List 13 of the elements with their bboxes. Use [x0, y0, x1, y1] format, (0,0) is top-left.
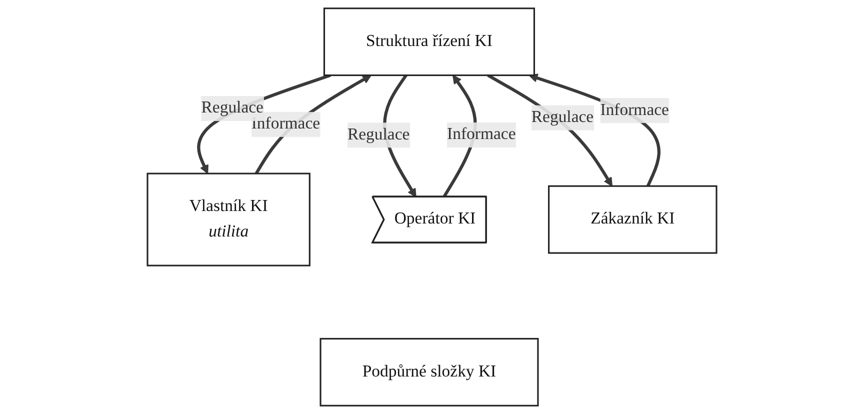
edge-label: Regulace	[201, 99, 264, 117]
node-box: Zákazník KI	[548, 185, 718, 254]
node-box: Vlastník KI utilita	[146, 172, 310, 266]
arrow	[528, 74, 660, 187]
edge-label: Informace	[600, 101, 669, 119]
node-box: Struktura řízení KI	[323, 8, 535, 76]
node-box: Podpůrné složky KI	[320, 338, 539, 406]
edge-label: Informace	[251, 115, 320, 133]
edge-label: Informace	[447, 126, 516, 144]
edge-label: Regulace	[531, 108, 594, 126]
arrow	[197, 74, 331, 174]
edge-label: Regulace	[347, 126, 410, 144]
arrow	[487, 74, 612, 186]
